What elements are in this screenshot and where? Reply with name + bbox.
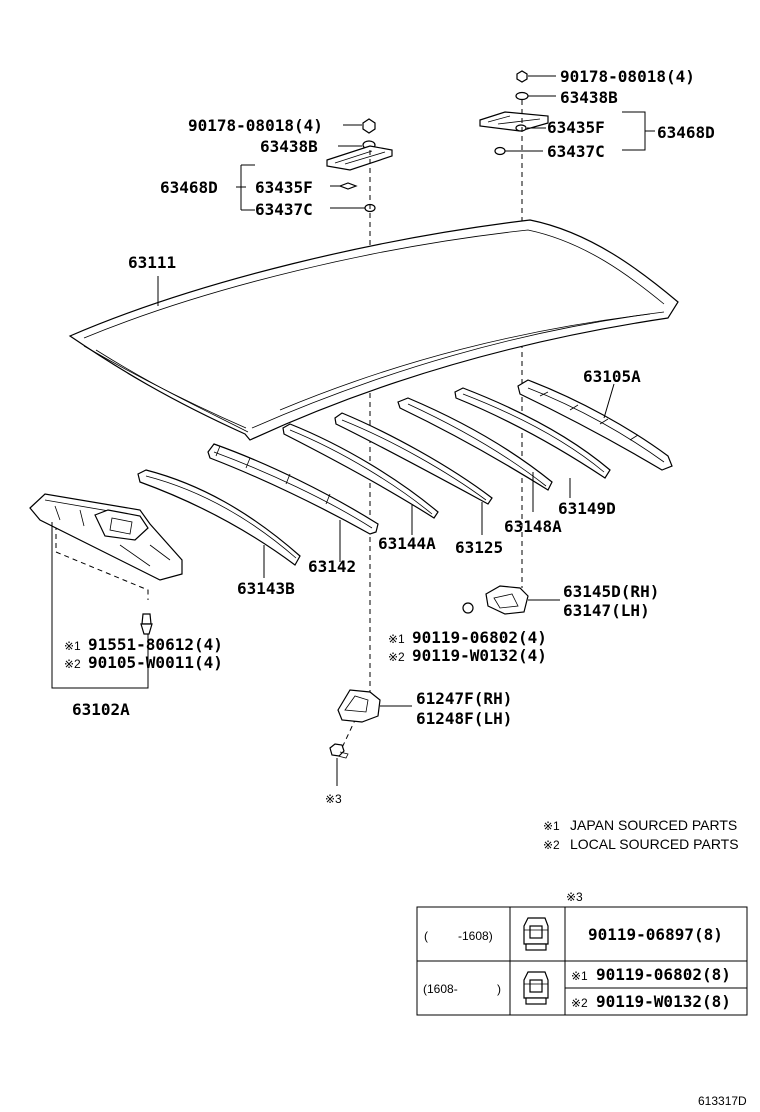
label-90178-right: 90178-08018(4) [560, 67, 695, 86]
label-63468d-left: 63468D [160, 178, 218, 197]
roof-bow-63143b[interactable] [137, 469, 301, 578]
bracket-63435f-left[interactable] [326, 145, 393, 171]
label-90178-left: 90178-08018(4) [188, 116, 323, 135]
label-63437c-right: 63437C [547, 142, 605, 161]
roof-bow-63142[interactable] [207, 443, 379, 562]
roof-bow-63148a[interactable] [397, 397, 553, 512]
label-63149d: 63149D [558, 499, 616, 518]
bracket-63145d[interactable] [462, 585, 560, 615]
roof-bow-63144a[interactable] [282, 423, 439, 535]
roof-bow-63149d[interactable] [454, 387, 611, 498]
bolt-variant-table: ※3 ( -1608) (1608- ) 90119-06897(8) ※1 9… [416, 890, 748, 1016]
row2-part-b: 90119-W0132(8) [596, 992, 731, 1011]
nut-right[interactable] [516, 70, 528, 83]
label-63148a: 63148A [504, 517, 562, 536]
roof-bow-63125[interactable] [334, 412, 493, 535]
label-63125: 63125 [455, 538, 503, 557]
label-63144a: 63144A [378, 534, 436, 553]
bolt-90119-06802[interactable] [462, 602, 474, 614]
mark-2-b: ※2 [64, 657, 81, 671]
row2-part-a: 90119-06802(8) [596, 965, 731, 984]
bracket-61247f[interactable] [329, 689, 412, 786]
label-90119-06802: 90119-06802(4) [412, 628, 547, 647]
note-mark-2: ※2 [543, 838, 560, 852]
front-header-63102a[interactable] [29, 493, 183, 689]
row2-mark-2: ※2 [571, 996, 588, 1010]
row2-range: (1608- [423, 982, 458, 996]
mark-1-b: ※1 [64, 639, 81, 653]
label-63435f-left: 63435F [255, 178, 313, 197]
washer-63438b-right[interactable] [515, 91, 529, 101]
right-fastener-stack [479, 70, 655, 156]
label-90119-w0132: 90119-W0132(4) [412, 646, 547, 665]
bolt-icon-row1 [523, 917, 549, 951]
label-63438b-left: 63438B [260, 137, 318, 156]
label-63102a: 63102A [72, 700, 130, 719]
label-63142: 63142 [308, 557, 356, 576]
clip-91551[interactable] [141, 613, 152, 625]
label-63437c-left: 63437C [255, 200, 313, 219]
mark-2-a: ※2 [388, 650, 405, 664]
label-61247f: 61247F(RH) [416, 689, 512, 708]
mark-1-a: ※1 [388, 632, 405, 646]
grommet-63437c-right[interactable] [494, 146, 506, 156]
label-63468d-right: 63468D [657, 123, 715, 142]
row1-open: ( [424, 929, 428, 943]
label-63145d: 63145D(RH) [563, 582, 659, 601]
row1-part: 90119-06897(8) [588, 925, 723, 944]
roof-panel-63111[interactable] [68, 219, 679, 441]
label-61248f: 61248F(LH) [416, 709, 512, 728]
roof-bow-63105a[interactable] [517, 379, 673, 471]
label-63438b-right: 63438B [560, 88, 618, 107]
note-mark-1: ※1 [543, 819, 560, 833]
row2-mark-1: ※1 [571, 969, 588, 983]
mark-3: ※3 [325, 792, 342, 806]
row1-range: -1608) [458, 929, 493, 943]
label-63143b: 63143B [237, 579, 295, 598]
note-japan-sourced: JAPAN SOURCED PARTS [570, 817, 737, 833]
diagram-id: 613317D [698, 1094, 747, 1108]
note-local-sourced: LOCAL SOURCED PARTS [570, 836, 739, 852]
label-63105a: 63105A [583, 367, 641, 386]
label-91551: 91551-80612(4) [88, 635, 223, 654]
nut-left[interactable] [362, 118, 376, 134]
pad-63435f-left[interactable] [338, 182, 358, 190]
label-63111: 63111 [128, 253, 176, 272]
bolt-icon-row2 [523, 971, 549, 1005]
pad-63435f-right[interactable] [515, 124, 527, 132]
table-header-mark-3: ※3 [566, 890, 583, 904]
bolt-note-3[interactable] [329, 743, 345, 757]
bracket-63435f-right[interactable] [479, 111, 549, 132]
row2-close: ) [497, 982, 501, 996]
label-90105: 90105-W0011(4) [88, 653, 223, 672]
label-63435f-right: 63435F [547, 118, 605, 137]
label-63147: 63147(LH) [563, 601, 650, 620]
